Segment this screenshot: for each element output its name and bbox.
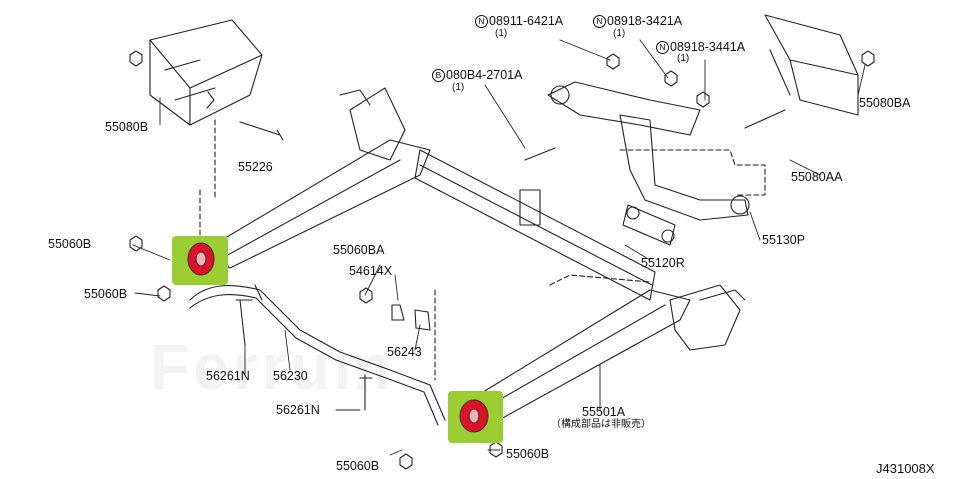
stabilizer-links xyxy=(235,299,431,411)
label-56261N-b: 56261N xyxy=(276,403,320,417)
label-56261N-a: 56261N xyxy=(206,369,250,383)
label-55501A: 55501A xyxy=(582,405,626,419)
n-badge-icon: N xyxy=(656,41,669,54)
label-55060B-left2: 55060B xyxy=(84,287,128,301)
left-trailing-arm xyxy=(204,87,431,269)
n-badge-icon: N xyxy=(593,15,606,28)
watermark-text: Ferrum xyxy=(150,330,395,404)
lower-link xyxy=(622,204,676,246)
label-55060B-left: 55060B xyxy=(48,237,92,251)
qty-08911: (1) xyxy=(495,28,508,39)
label-56243: 56243 xyxy=(387,345,422,359)
qty-080B4: (1) xyxy=(452,82,465,93)
label-56230: 56230 xyxy=(273,369,308,383)
qty-08918a: (1) xyxy=(613,28,626,39)
bushing-left-icon xyxy=(187,242,215,276)
diagram-code: J431008X xyxy=(876,461,935,476)
left-frame-rail xyxy=(149,19,263,126)
stabilizer-bar xyxy=(189,284,446,426)
b-badge-icon: B xyxy=(432,69,445,82)
right-trailing-arm xyxy=(469,284,746,426)
label-55060B-right: 55060B xyxy=(506,447,550,461)
right-frame-rail xyxy=(764,14,859,116)
label-54614X: 54614X xyxy=(349,264,393,278)
label-55060B-bottom: 55060B xyxy=(336,459,380,473)
upper-link-arm xyxy=(547,81,750,221)
label-55080B: 55080B xyxy=(105,120,149,134)
bushing-right-icon xyxy=(459,399,489,433)
label-55060BA: 55060BA xyxy=(333,243,385,257)
label-55120R: 55120R xyxy=(641,256,685,270)
dashed-guides xyxy=(199,119,766,381)
label-55130P: 55130P xyxy=(762,233,806,247)
n-badge-icon: N xyxy=(475,15,488,28)
qty-08918b: (1) xyxy=(677,53,690,64)
label-55080AA: 55080AA xyxy=(791,170,843,184)
rear-axle-beam xyxy=(414,149,656,301)
bolts xyxy=(206,91,786,161)
label-55501A-note: （構成部品は非販売） xyxy=(551,419,651,430)
label-55080BA: 55080BA xyxy=(859,96,911,110)
label-55226: 55226 xyxy=(238,160,273,174)
